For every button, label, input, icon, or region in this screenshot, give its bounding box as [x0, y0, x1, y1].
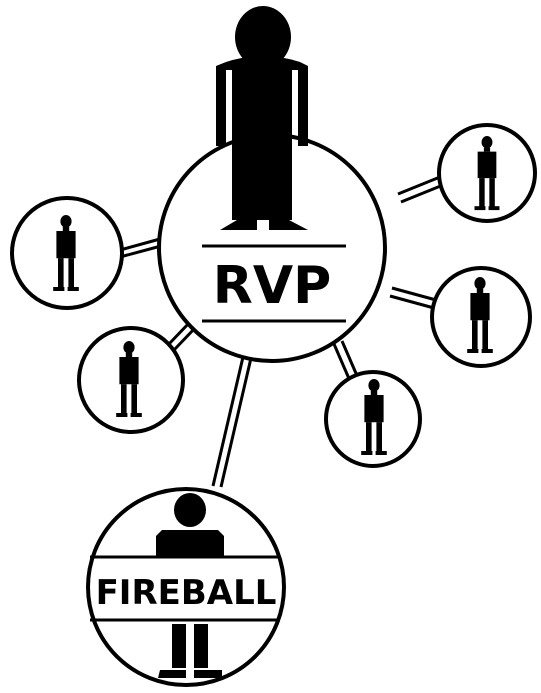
- center-person-icon: [216, 6, 308, 230]
- satellite-node-right-bottom: [324, 370, 422, 468]
- center-node: RVP: [157, 6, 387, 363]
- center-node-label: RVP: [213, 256, 331, 316]
- satellite-node-right-middle: [430, 266, 532, 368]
- connector-to-fireball: [211, 356, 253, 488]
- connector-left-top: [119, 237, 162, 259]
- connector-right-bottom: [332, 340, 360, 382]
- fireball-node-circle: [86, 487, 286, 687]
- satellite-node-left-bottom: [77, 326, 185, 434]
- connector-lines: [119, 175, 444, 488]
- fireball-person-icon: [156, 493, 224, 678]
- connector-right-middle: [389, 286, 437, 310]
- fireball-node: FIREBALL: [86, 487, 286, 687]
- fireball-node-label: FIREBALL: [96, 573, 277, 613]
- connector-right-top: [397, 175, 444, 204]
- satellite-node-left-top: [10, 196, 124, 310]
- satellite-node-right-top: [437, 123, 537, 223]
